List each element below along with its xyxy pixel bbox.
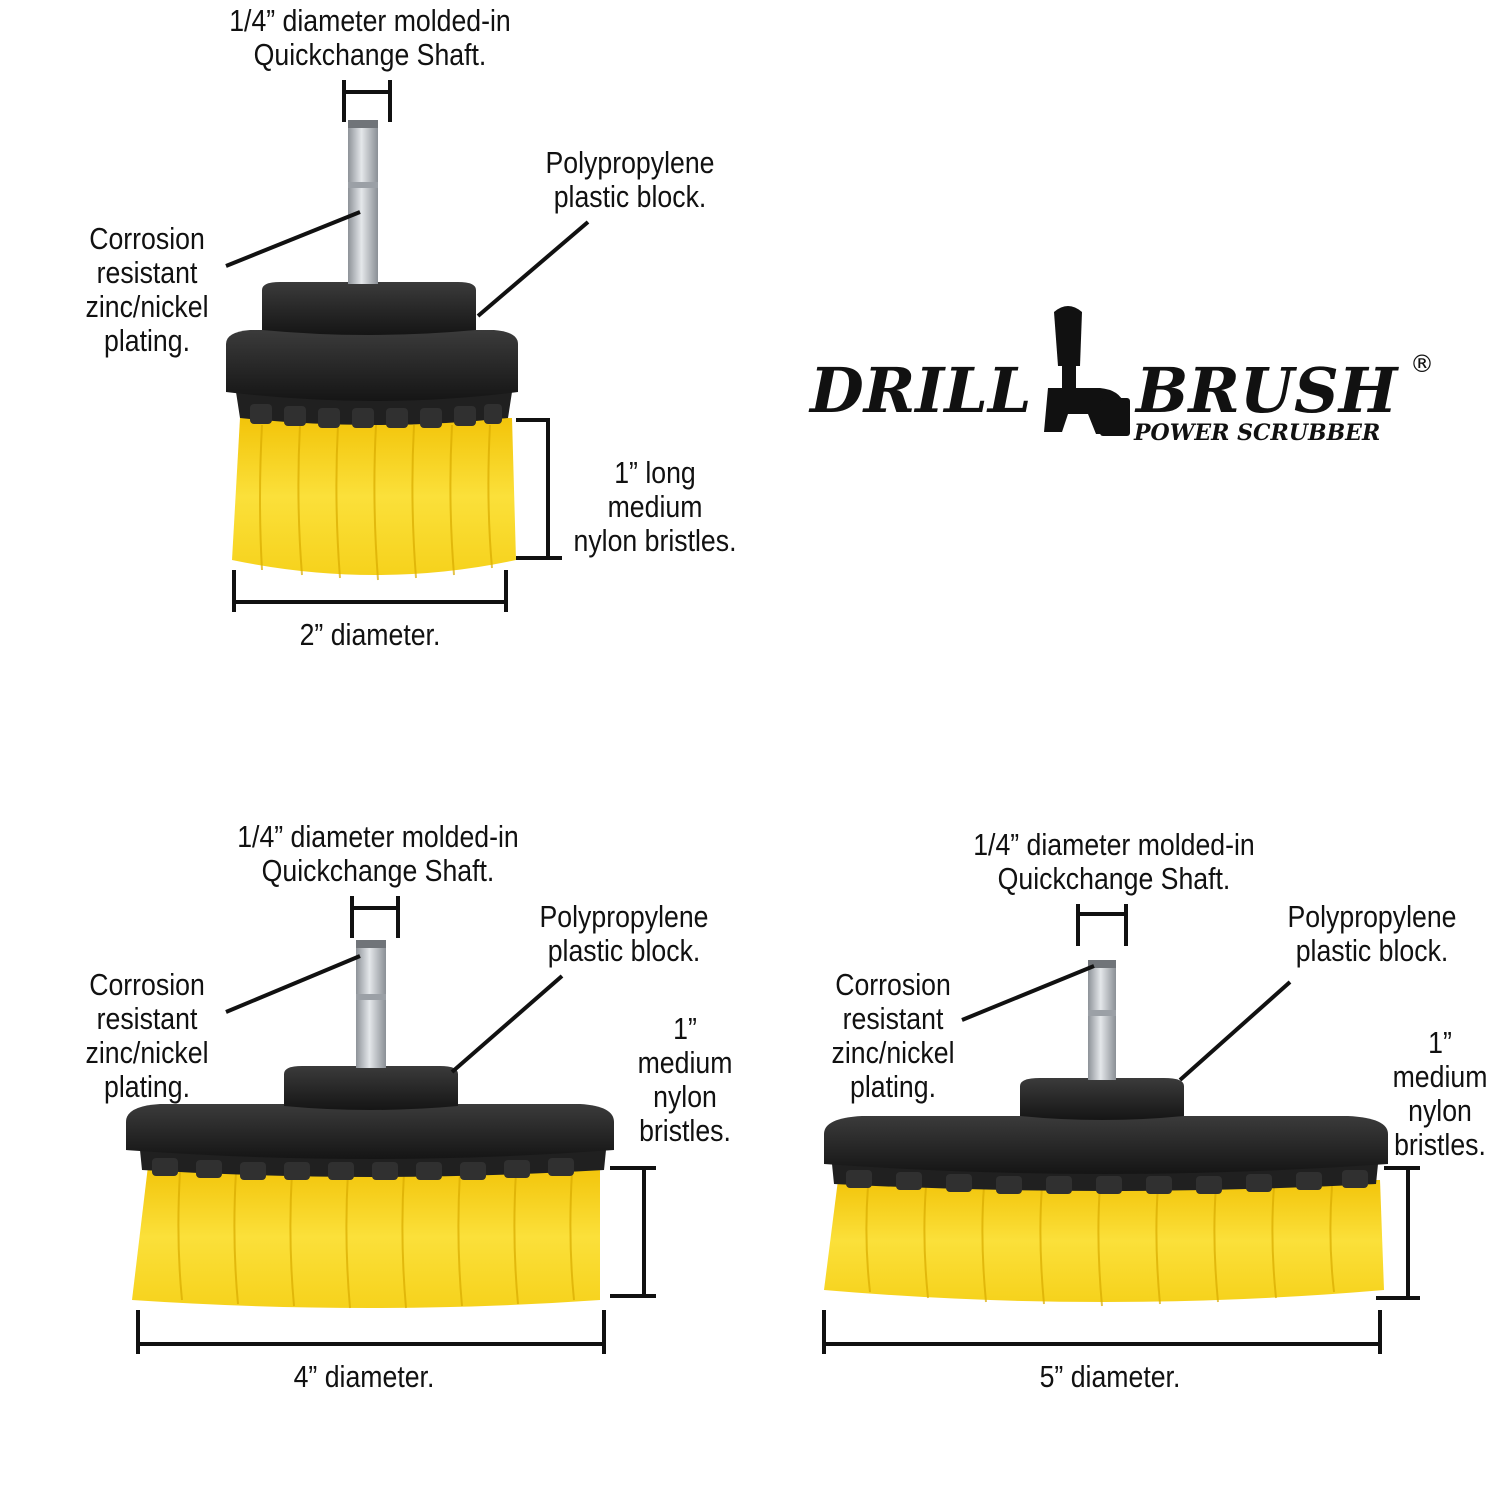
logo-word-brush: BRUSH [1134, 354, 1400, 427]
shaft-dimension [350, 896, 400, 938]
hex-shaft [356, 940, 386, 1068]
bristle-dimension [516, 418, 562, 560]
shaft-dimension [342, 80, 392, 122]
block-label: Polypropylene plastic block. [539, 899, 709, 968]
plating-leader [961, 964, 1095, 1022]
diameter-label: 5” diameter. [1039, 1359, 1181, 1394]
bristle-tufts [865, 1185, 1335, 1307]
registered-mark: ® [1410, 350, 1434, 378]
bristle-label: 1” medium nylon bristles. [1392, 1025, 1488, 1162]
block-leader [450, 974, 564, 1074]
bristle-label: 1” medium nylon bristles. [637, 1011, 733, 1148]
plastic-block [126, 1066, 614, 1180]
plastic-block [226, 282, 518, 428]
plating-label: Corrosion resistant zinc/nickel plating. [85, 221, 209, 358]
plastic-block [824, 1078, 1388, 1194]
bristle-dimension [610, 1166, 656, 1298]
diameter-label: 2” diameter. [299, 617, 441, 652]
plating-label: Corrosion resistant zinc/nickel plating. [831, 967, 955, 1104]
shaft-label: 1/4” diameter molded-in Quickchange Shaf… [237, 819, 519, 888]
hex-shaft [348, 120, 378, 284]
block-leader [1178, 980, 1292, 1082]
logo-word-drill: DRILL [808, 354, 1031, 427]
bristle-tufts [259, 424, 493, 581]
diameter-dimension [232, 570, 508, 612]
block-label: Polypropylene plastic block. [545, 145, 715, 214]
bristle-tufts [177, 1171, 575, 1309]
logo-tagline: POWER SCRUBBER [1133, 420, 1380, 446]
diameter-dimension [136, 1310, 606, 1354]
bristles [232, 418, 516, 581]
bristles [824, 1180, 1384, 1307]
shaft-label: 1/4” diameter molded-in Quickchange Shaf… [229, 3, 511, 72]
brush-4in [126, 896, 656, 1354]
plating-leader [225, 210, 361, 268]
block-label: Polypropylene plastic block. [1287, 899, 1457, 968]
diameter-dimension [822, 1310, 1382, 1354]
diameter-label: 4” diameter. [293, 1359, 435, 1394]
drill-icon [1044, 306, 1130, 436]
shaft-label: 1/4” diameter molded-in Quickchange Shaf… [973, 827, 1255, 896]
drillbrush-logo: DRILL BRUSH POWER SCRUBBER ® [808, 306, 1434, 446]
shaft-dimension [1076, 904, 1128, 946]
block-leader [476, 220, 590, 318]
bristle-dimension [1376, 1166, 1420, 1300]
brush-2in [225, 80, 590, 612]
brush-5in [822, 904, 1420, 1354]
bristle-label: 1” long medium nylon bristles. [573, 455, 737, 558]
bristles [132, 1166, 600, 1309]
hex-shaft [1088, 960, 1116, 1080]
plating-leader [225, 954, 361, 1014]
plating-label: Corrosion resistant zinc/nickel plating. [85, 967, 209, 1104]
